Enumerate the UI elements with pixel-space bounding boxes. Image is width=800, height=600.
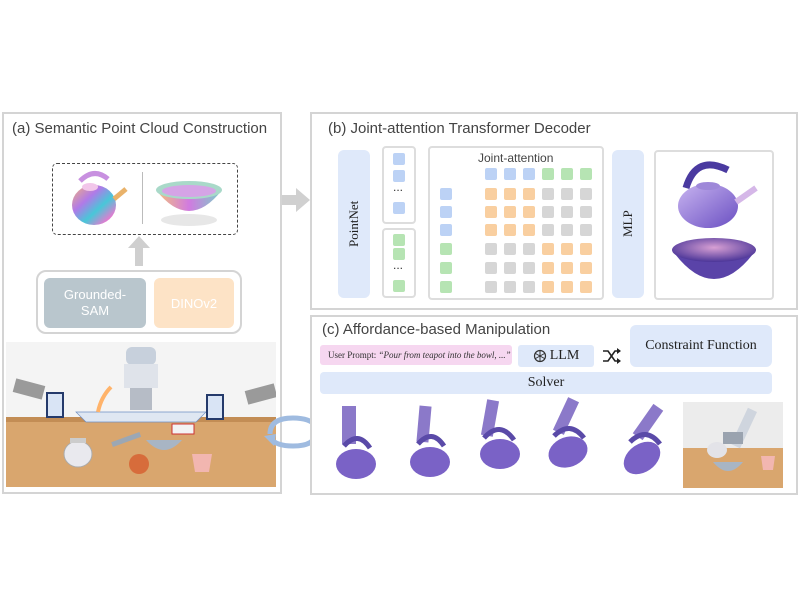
robot-scene-photo (6, 342, 276, 487)
arrow-up-icon (128, 236, 150, 266)
mlp-block: MLP (612, 150, 644, 298)
attention-cell (542, 188, 554, 200)
ellipsis-top: ... (393, 180, 404, 194)
attention-cell (561, 281, 573, 293)
bowl-point-cloud-image (156, 181, 222, 226)
manipulation-frame-3 (480, 399, 520, 469)
arrow-right-icon (282, 188, 310, 212)
attention-cell (561, 188, 573, 200)
attention-key-token (440, 188, 452, 200)
affordance-output-box (654, 150, 774, 300)
grounded-sam-block: Grounded- SAM (44, 278, 146, 328)
llm-logo-icon (533, 349, 546, 363)
ellipsis-bottom: ... (393, 258, 404, 272)
panel-c-title: (c) Affordance-based Manipulation (322, 321, 551, 338)
manipulation-frame-5 (623, 403, 664, 475)
panel-b-title: (b) Joint-attention Transformer Decoder (328, 120, 591, 137)
attention-cell (485, 188, 497, 200)
feature-token (393, 170, 405, 182)
shuffle-icon (603, 348, 621, 364)
attention-cell (580, 224, 592, 236)
attention-cell (561, 206, 573, 218)
feature-token (393, 202, 405, 214)
attention-query-token (485, 168, 497, 180)
divider-line (142, 172, 143, 224)
attention-cell (580, 188, 592, 200)
attention-key-token (440, 243, 452, 255)
attention-query-token (523, 168, 535, 180)
joint-attention-box (428, 146, 604, 300)
joint-attention-label: Joint-attention (478, 151, 554, 165)
feature-token (393, 248, 405, 260)
manipulation-frame-1 (336, 406, 376, 479)
teapot-point-cloud-image (72, 171, 128, 225)
attention-cell (504, 188, 516, 200)
semantic-point-cloud-box (52, 163, 238, 235)
feature-token (393, 153, 405, 165)
attention-cell (542, 206, 554, 218)
attention-cell (523, 262, 535, 274)
feature-token (393, 234, 405, 246)
attention-cell (485, 281, 497, 293)
attention-cell (485, 224, 497, 236)
attention-cell (523, 281, 535, 293)
real-robot-execution-photo (683, 402, 783, 488)
attention-query-token (580, 168, 592, 180)
attention-cell (580, 281, 592, 293)
attention-cell (504, 262, 516, 274)
token-column-box (382, 146, 416, 224)
attention-cell (504, 206, 516, 218)
attention-query-token (542, 168, 554, 180)
attention-cell (561, 224, 573, 236)
bowl-affordance-image (672, 238, 756, 279)
attention-cell (580, 262, 592, 274)
attention-cell (542, 224, 554, 236)
manipulation-frame-4 (548, 397, 588, 468)
llm-label: LLM (549, 348, 580, 363)
attention-cell (504, 224, 516, 236)
solver-block: Solver (320, 372, 772, 394)
attention-cell (504, 281, 516, 293)
attention-cell (580, 243, 592, 255)
user-prompt-box: User Prompt: “Pour from teapot into the … (320, 345, 512, 365)
attention-query-token (504, 168, 516, 180)
llm-block: LLM (518, 345, 594, 367)
segmentation-models-box (36, 270, 242, 334)
attention-cell (580, 206, 592, 218)
token-column-box-2 (382, 228, 416, 298)
pointnet-block: PointNet (338, 150, 370, 298)
attention-cell (523, 243, 535, 255)
attention-query-token (561, 168, 573, 180)
user-prompt-label: User Prompt: (328, 350, 379, 360)
manipulation-frame-2 (410, 405, 450, 477)
attention-cell (485, 243, 497, 255)
constraint-function-block: Constraint Function (630, 325, 772, 367)
user-prompt-text: “Pour from teapot into the bowl, ...” (378, 350, 511, 360)
attention-cell (561, 262, 573, 274)
attention-cell (523, 188, 535, 200)
attention-key-token (440, 262, 452, 274)
attention-key-token (440, 206, 452, 218)
attention-cell (542, 281, 554, 293)
teapot-affordance-image (678, 161, 758, 228)
attention-key-token (440, 281, 452, 293)
attention-cell (523, 224, 535, 236)
panel-a-title: (a) Semantic Point Cloud Construction (12, 120, 268, 137)
dinov2-block: DINOv2 (154, 278, 234, 328)
attention-cell (542, 262, 554, 274)
attention-cell (485, 206, 497, 218)
attention-cell (485, 262, 497, 274)
attention-cell (523, 206, 535, 218)
feature-token (393, 280, 405, 292)
attention-cell (504, 243, 516, 255)
attention-cell (561, 243, 573, 255)
attention-cell (542, 243, 554, 255)
attention-key-token (440, 224, 452, 236)
camera-icon (12, 378, 64, 418)
